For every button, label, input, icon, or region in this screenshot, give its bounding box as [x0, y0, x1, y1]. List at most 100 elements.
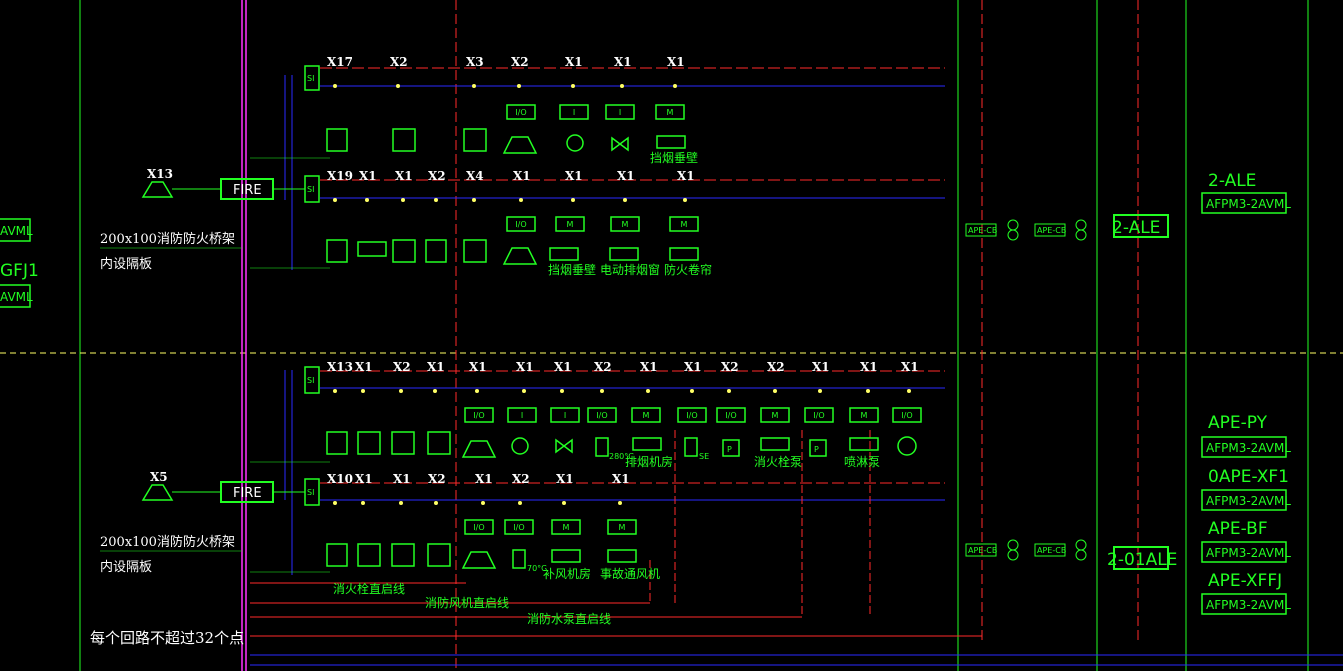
right-panels: 2-ALE AFPM3-2AVML APE-PY AFPM3-2AVML 0AP…	[1201, 171, 1291, 615]
address-label: X2	[512, 472, 530, 486]
module-label: I/O	[473, 411, 484, 420]
address-label: X1	[554, 360, 572, 374]
ale-box-1[interactable]: 2-ALE	[1112, 214, 1169, 238]
address-node-dot	[434, 501, 438, 505]
address-node-dot	[361, 501, 365, 505]
address-node-dot	[401, 198, 405, 202]
module-box	[506, 104, 536, 120]
fire-label-1: FIRE	[233, 183, 262, 198]
address-node-dot	[522, 389, 526, 393]
module-label: I/O	[515, 220, 526, 229]
address-label: X1	[393, 472, 411, 486]
tray-note-line1-b: 200x100消防防火桥架	[100, 534, 235, 550]
module-box	[892, 407, 922, 423]
module-label: I/O	[596, 411, 607, 420]
address-label: X10	[327, 472, 353, 486]
module-label: I/O	[813, 411, 824, 420]
address-node-dot	[472, 84, 476, 88]
address-node-dot	[399, 501, 403, 505]
mid-devices: APE-CB APE-CB APE-CB APE-CB	[965, 219, 1087, 561]
address-label: X2	[428, 169, 446, 183]
caption-smoke-wall-1: 挡烟垂壁	[650, 150, 698, 165]
direct-line-hydrant: 消火栓直启线	[333, 581, 405, 596]
address-label: X1	[395, 169, 413, 183]
module-box	[610, 216, 640, 232]
module-label: I	[573, 108, 575, 117]
module-label: I	[619, 108, 621, 117]
address-label: X1	[427, 360, 445, 374]
address-label: X1	[667, 55, 685, 69]
loop-input-1: X13	[141, 167, 174, 198]
left-panel-label-1: AVML	[0, 224, 33, 238]
address-node-dot	[434, 198, 438, 202]
module-box	[550, 407, 580, 423]
address-label: X1	[516, 360, 534, 374]
address-label: X17	[327, 55, 353, 69]
caption-smoke-window: 电动排烟窗	[600, 263, 660, 277]
tray-note-line2: 内设隔板	[100, 256, 152, 272]
address-node-dot	[562, 501, 566, 505]
address-label: X1	[684, 360, 702, 374]
address-node-dot	[773, 389, 777, 393]
fire-panel-2[interactable]: FIRE	[220, 481, 274, 503]
module-box	[760, 407, 790, 423]
module-label: M	[622, 220, 629, 229]
small-70c: 70°C	[527, 564, 547, 573]
address-label: X1	[860, 360, 878, 374]
address-label: X1	[359, 169, 377, 183]
address-label: X1	[901, 360, 919, 374]
right-item-title-3: APE-BF	[1208, 519, 1268, 539]
address-node-dot	[620, 84, 624, 88]
small-p1: P	[727, 445, 732, 454]
address-node-dot	[333, 84, 337, 88]
ale-box-2[interactable]: 2-01ALE	[1107, 546, 1177, 570]
address-label: X1	[617, 169, 635, 183]
module-box	[677, 407, 707, 423]
ale-label-1: 2-ALE	[1112, 218, 1160, 238]
address-node-dot	[333, 501, 337, 505]
address-label: X1	[355, 360, 373, 374]
captions: 挡烟垂壁 挡烟垂壁 电动排烟窗 防火卷帘 排烟机房 消火栓泵 喷淋泵 补风机房 …	[527, 150, 880, 581]
module-box	[587, 407, 617, 423]
mid-device-1: APE-CB	[968, 226, 997, 235]
module-label: M	[563, 523, 570, 532]
right-item-box-4: AFPM3-2AVML	[1206, 598, 1291, 612]
address-label: X1	[556, 472, 574, 486]
address-label: X1	[812, 360, 830, 374]
address-node-dot	[623, 198, 627, 202]
address-node-dot	[481, 501, 485, 505]
module-label: M	[619, 523, 626, 532]
address-node-dot	[818, 389, 822, 393]
address-label: X1	[513, 169, 531, 183]
small-se: SE	[699, 452, 709, 461]
caption-emergency-fan: 事故通风机	[600, 566, 660, 581]
address-node-dot	[571, 84, 575, 88]
module-label: I/O	[686, 411, 697, 420]
tray-note-line1: 200x100消防防火桥架	[100, 231, 235, 247]
loop-input-label-1: X13	[147, 167, 173, 181]
tray-note-2: 200x100消防防火桥架 内设隔板	[100, 534, 242, 575]
module-label: M	[567, 220, 574, 229]
caption-sprinkler-pump: 喷淋泵	[844, 455, 880, 469]
address-label: X4	[466, 169, 484, 183]
module-box	[464, 407, 494, 423]
address-node-dot	[433, 389, 437, 393]
left-panels: AVML GFJ1 AVML	[0, 218, 39, 308]
address-node-dot	[361, 389, 365, 393]
address-label: X1	[355, 472, 373, 486]
direct-line-pump: 消防水泵直启线	[527, 611, 611, 626]
module-label: M	[643, 411, 650, 420]
mid-device-2: APE-CB	[1037, 226, 1066, 235]
module-box	[849, 407, 879, 423]
left-panel-label-2: GFJ1	[0, 261, 39, 281]
address-node-dot	[560, 389, 564, 393]
svg-text:SI: SI	[307, 488, 314, 497]
fire-panel-1[interactable]: FIRE	[220, 178, 274, 200]
